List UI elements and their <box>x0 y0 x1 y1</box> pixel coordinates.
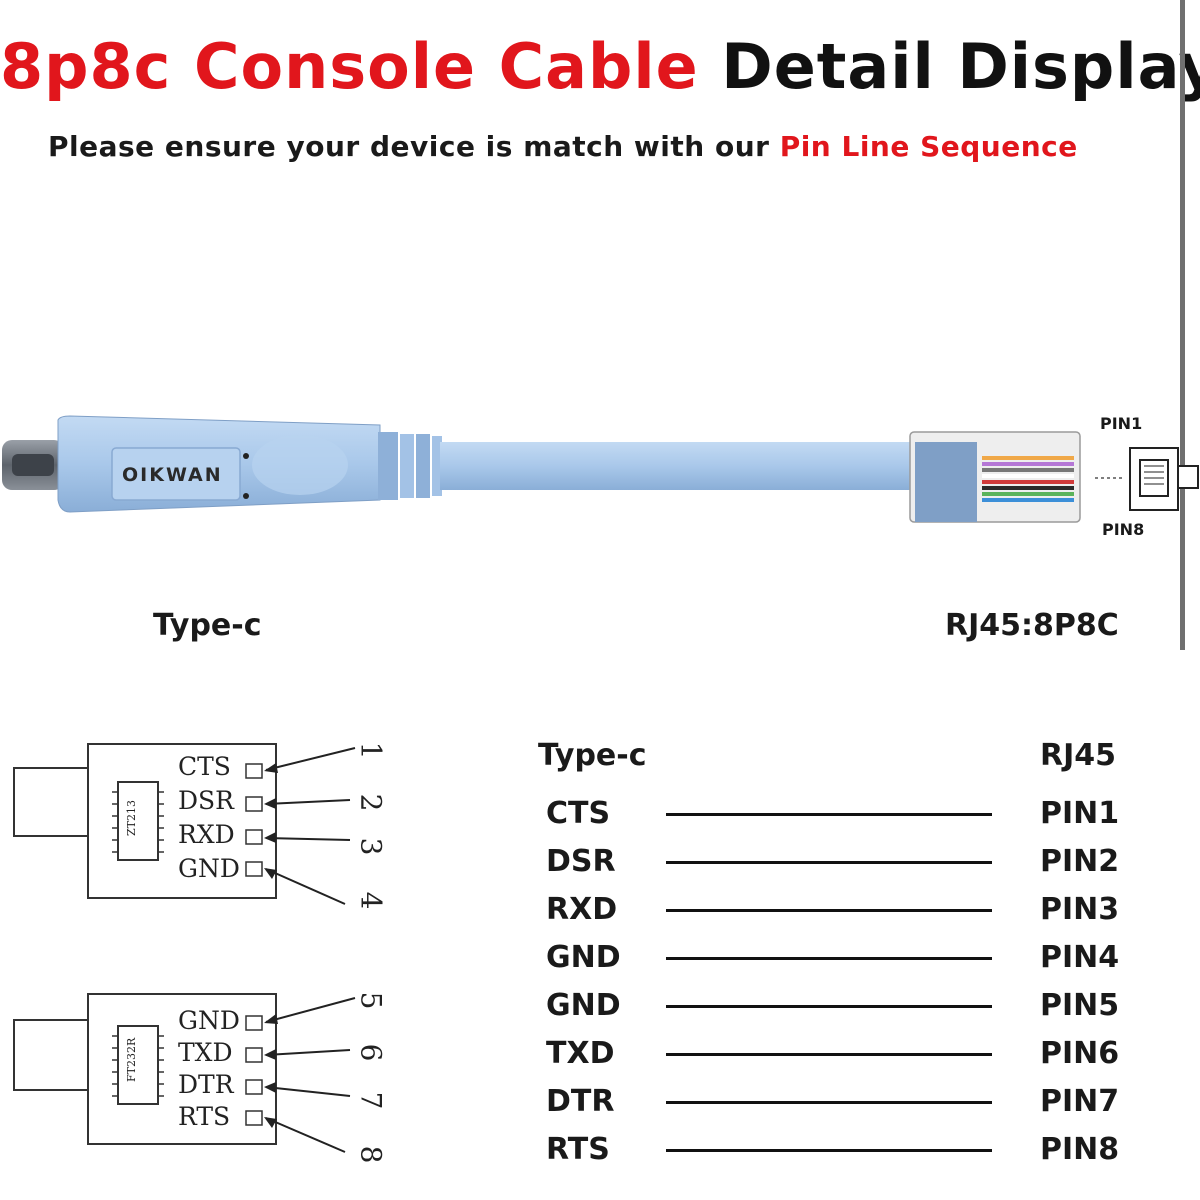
chip1-ic-name: ZT213 <box>125 800 138 836</box>
mapping-right-8: PIN8 <box>1040 1132 1120 1167</box>
mapping-left-1: CTS <box>546 796 611 831</box>
strain-relief-4 <box>432 436 442 496</box>
chip2-ic-leads <box>112 1035 164 1097</box>
chip2-plug <box>13 1019 95 1091</box>
led-dot-top <box>243 453 249 459</box>
mapping-header-left: Type-c <box>538 738 647 773</box>
mapping-right-4: PIN4 <box>1040 940 1120 975</box>
mapping-left-8: RTS <box>546 1132 610 1167</box>
strain-relief-3 <box>416 434 430 498</box>
rj45-wires <box>982 456 1074 502</box>
chip1-num-1: 1 <box>354 741 388 760</box>
mapping-right-5: PIN5 <box>1040 988 1120 1023</box>
usbc-plug-slot <box>12 454 54 476</box>
brand-label: OIKWAN <box>122 464 223 486</box>
page-title: 8p8c Console Cable Detail Display <box>0 30 1200 130</box>
mapping-left-3: RXD <box>546 892 618 927</box>
chip1-pin-4: GND <box>178 854 240 883</box>
mapping-line-4 <box>666 957 992 960</box>
chip1-pads <box>245 763 263 877</box>
chip2-ic-name: FT232R <box>125 1037 138 1082</box>
chip2-num-5: 5 <box>354 991 388 1010</box>
pin8-label: PIN8 <box>1102 520 1145 539</box>
rj45-port-icon <box>1129 447 1199 511</box>
chip2-diagram <box>13 993 356 1153</box>
mapping-right-7: PIN7 <box>1040 1084 1120 1119</box>
chip1-pin-1: CTS <box>178 752 231 781</box>
chip2-ic <box>117 1025 159 1105</box>
chip2-pin-4: RTS <box>178 1102 231 1131</box>
chip2-pin-2: TXD <box>178 1038 233 1067</box>
chip2-pin-3: DTR <box>178 1070 234 1099</box>
chip1-num-2: 2 <box>354 793 388 812</box>
title-part-black: Detail Display <box>721 30 1200 103</box>
chip2-leaders <box>265 997 356 1153</box>
chip1-leaders <box>265 747 356 905</box>
title-part-red: 8p8c Console Cable <box>0 30 699 103</box>
subtitle-highlight: Pin Line Sequence <box>779 130 1078 163</box>
pin1-label: PIN1 <box>1100 414 1143 433</box>
led-dot-bottom <box>243 493 249 499</box>
chip2-num-6: 6 <box>354 1043 388 1062</box>
mapping-left-4: GND <box>546 940 621 975</box>
mapping-line-3 <box>666 909 992 912</box>
mapping-right-1: PIN1 <box>1040 796 1120 831</box>
mapping-header-right: RJ45 <box>1040 738 1117 773</box>
chip1-pin-3: RXD <box>178 820 235 849</box>
chip1-diagram <box>13 743 356 905</box>
mapping-line-5 <box>666 1005 992 1008</box>
subtitle: Please ensure your device is match with … <box>48 130 1078 163</box>
mapping-line-7 <box>666 1101 992 1104</box>
vertical-divider <box>1180 0 1185 650</box>
chip2-arrowheads <box>264 1014 278 1128</box>
mapping-line-1 <box>666 813 992 816</box>
mapping-left-5: GND <box>546 988 621 1023</box>
chip1-ic-leads <box>112 791 164 853</box>
chip1-arrowheads <box>264 763 278 879</box>
mapping-left-2: DSR <box>546 844 616 879</box>
rj45-label: RJ45:8P8C <box>945 608 1119 643</box>
strain-relief-1 <box>378 432 398 500</box>
cable-illustration <box>2 415 1199 523</box>
chip1-num-4: 4 <box>354 891 388 910</box>
strain-relief-2 <box>400 434 414 498</box>
rj45-boot <box>915 442 977 522</box>
chip2-pin-1: GND <box>178 1006 240 1035</box>
chip1-plug <box>13 767 95 837</box>
mapping-right-6: PIN6 <box>1040 1036 1120 1071</box>
chip1-num-3: 3 <box>354 837 388 856</box>
mapping-line-6 <box>666 1053 992 1056</box>
brand-label-plate <box>111 447 241 501</box>
mapping-left-7: DTR <box>546 1084 615 1119</box>
chip2-pads <box>245 1015 263 1126</box>
chip2-num-7: 7 <box>354 1091 388 1110</box>
mapping-right-3: PIN3 <box>1040 892 1120 927</box>
typec-label: Type-c <box>153 608 262 643</box>
chip1-ic <box>117 781 159 861</box>
chip1-pin-2: DSR <box>178 786 234 815</box>
subtitle-text: Please ensure your device is match with … <box>48 130 770 163</box>
housing-highlight <box>252 435 348 495</box>
mapping-line-2 <box>666 861 992 864</box>
flat-cable <box>440 442 915 490</box>
mapping-right-2: PIN2 <box>1040 844 1120 879</box>
mapping-left-6: TXD <box>546 1036 615 1071</box>
mapping-line-8 <box>666 1149 992 1152</box>
chip2-num-8: 8 <box>354 1145 388 1164</box>
